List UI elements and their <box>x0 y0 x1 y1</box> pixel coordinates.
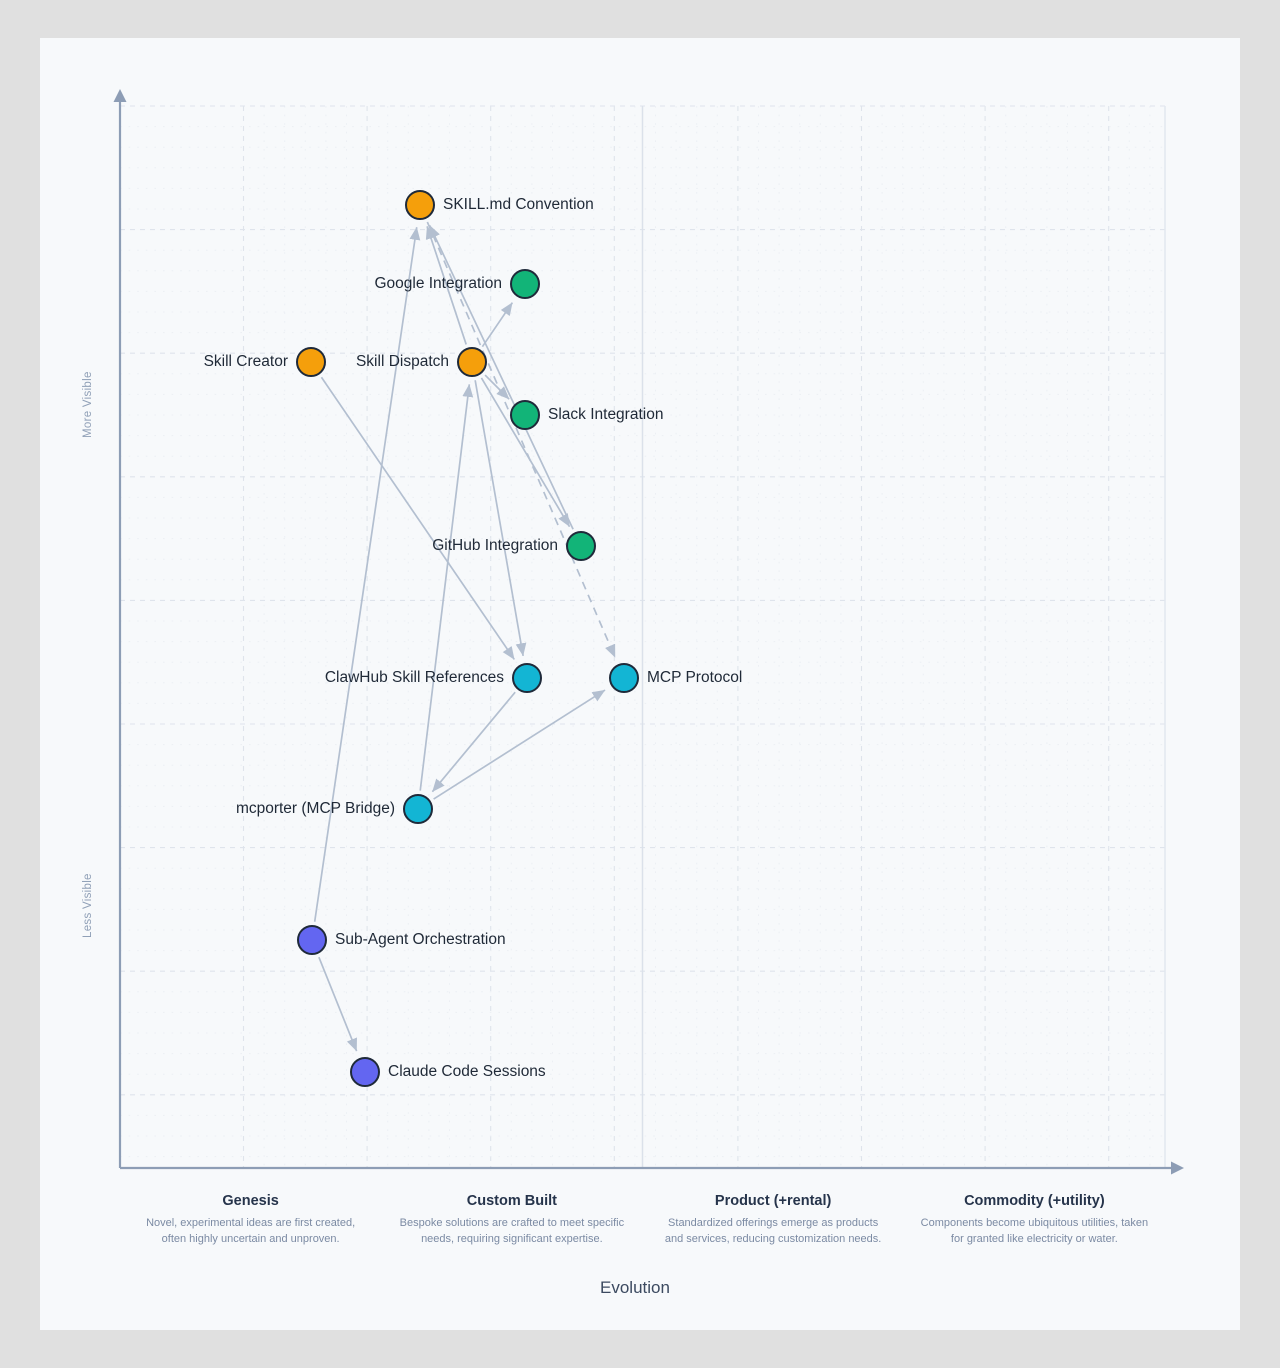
link-layer <box>313 221 616 1052</box>
stage-name: Commodity (+utility) <box>964 1193 1105 1209</box>
map-node-label-subagent: Sub-Agent Orchestration <box>335 931 506 948</box>
map-node-label-claude_code: Claude Code Sessions <box>388 1063 546 1080</box>
map-node-skill_dispatch[interactable] <box>457 347 487 377</box>
stage-name: Custom Built <box>466 1193 557 1209</box>
map-node-label-slack: Slack Integration <box>548 406 664 423</box>
map-node-slack[interactable] <box>510 400 540 430</box>
stage-product-rental: Product (+rental) Standardized offerings … <box>658 1193 888 1248</box>
stage-description: Novel, experimental ideas are first crea… <box>146 1217 356 1245</box>
x-axis-title: Evolution <box>600 1278 670 1297</box>
map-node-label-mcporter: mcporter (MCP Bridge) <box>235 800 395 817</box>
y-axis-label-more-visible: More Visible <box>82 371 94 438</box>
stage-description: Components become ubiquitous utilities, … <box>920 1217 1149 1245</box>
map-node-google[interactable] <box>510 269 540 299</box>
stage-description: Standardized offerings emerge as product… <box>664 1217 882 1245</box>
map-node-label-clawhub: ClawHub Skill References <box>324 669 504 686</box>
map-node-label-skill_creator: Skill Creator <box>203 353 288 370</box>
map-node-claude_code[interactable] <box>350 1057 380 1087</box>
y-axis-label-less-visible: Less Visible <box>82 873 94 938</box>
map-node-skill_creator[interactable] <box>296 347 326 377</box>
map-node-mcporter[interactable] <box>403 794 433 824</box>
stage-name: Product (+rental) <box>714 1193 832 1209</box>
stage-name: Genesis <box>222 1193 279 1209</box>
grid-layer <box>120 105 1166 1168</box>
map-node-mcp_protocol[interactable] <box>609 663 639 693</box>
map-node-label-skill_md: SKILL.md Convention <box>443 196 594 213</box>
map-node-github[interactable] <box>566 531 596 561</box>
map-node-label-mcp_protocol: MCP Protocol <box>647 669 743 686</box>
stage-description: Bespoke solutions are crafted to meet sp… <box>399 1217 625 1245</box>
map-node-label-github: GitHub Integration <box>432 537 558 554</box>
map-node-label-google: Google Integration <box>374 275 502 292</box>
map-node-label-skill_dispatch: Skill Dispatch <box>355 353 449 370</box>
map-node-clawhub[interactable] <box>512 663 542 693</box>
axis-layer <box>113 89 1184 1175</box>
stage-commodity-utility: Commodity (+utility) Components become ub… <box>919 1193 1149 1248</box>
map-node-skill_md[interactable] <box>405 190 435 220</box>
map-node-subagent[interactable] <box>297 925 327 955</box>
